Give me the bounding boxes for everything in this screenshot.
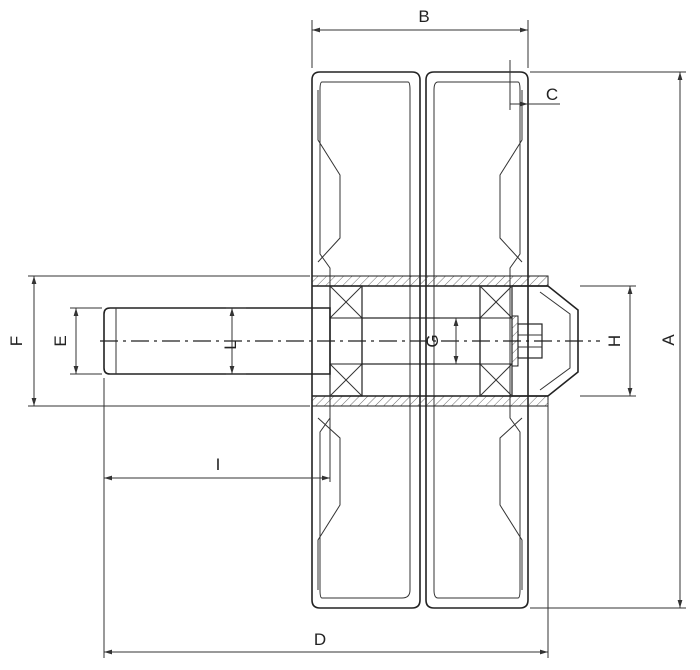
dimension-label-f: F xyxy=(7,336,26,346)
dimension-g: G xyxy=(423,318,459,364)
dimension-l: L xyxy=(221,308,240,374)
dimension-label-l: L xyxy=(221,340,240,349)
dimension-f: F xyxy=(7,276,37,406)
dimension-d: D xyxy=(104,630,548,655)
dimension-b: B xyxy=(312,7,528,33)
wheel-left-half xyxy=(311,71,421,609)
dimension-label-e: E xyxy=(51,335,70,346)
dimension-e: E xyxy=(51,308,79,374)
dimension-i: I xyxy=(104,455,330,481)
wheel-right-half xyxy=(425,71,529,609)
dimension-a: A xyxy=(659,72,683,608)
dimension-label-c: C xyxy=(546,85,558,104)
dimension-h: H xyxy=(605,286,633,396)
dimension-label-d: D xyxy=(314,630,326,649)
dimension-label-i: I xyxy=(216,455,221,474)
dimension-c: C xyxy=(510,85,560,107)
dimension-label-h: H xyxy=(605,335,624,347)
dimension-label-g: G xyxy=(423,334,442,347)
dimension-label-b: B xyxy=(418,7,429,26)
extension-lines xyxy=(28,20,686,658)
dimension-label-a: A xyxy=(659,334,678,346)
